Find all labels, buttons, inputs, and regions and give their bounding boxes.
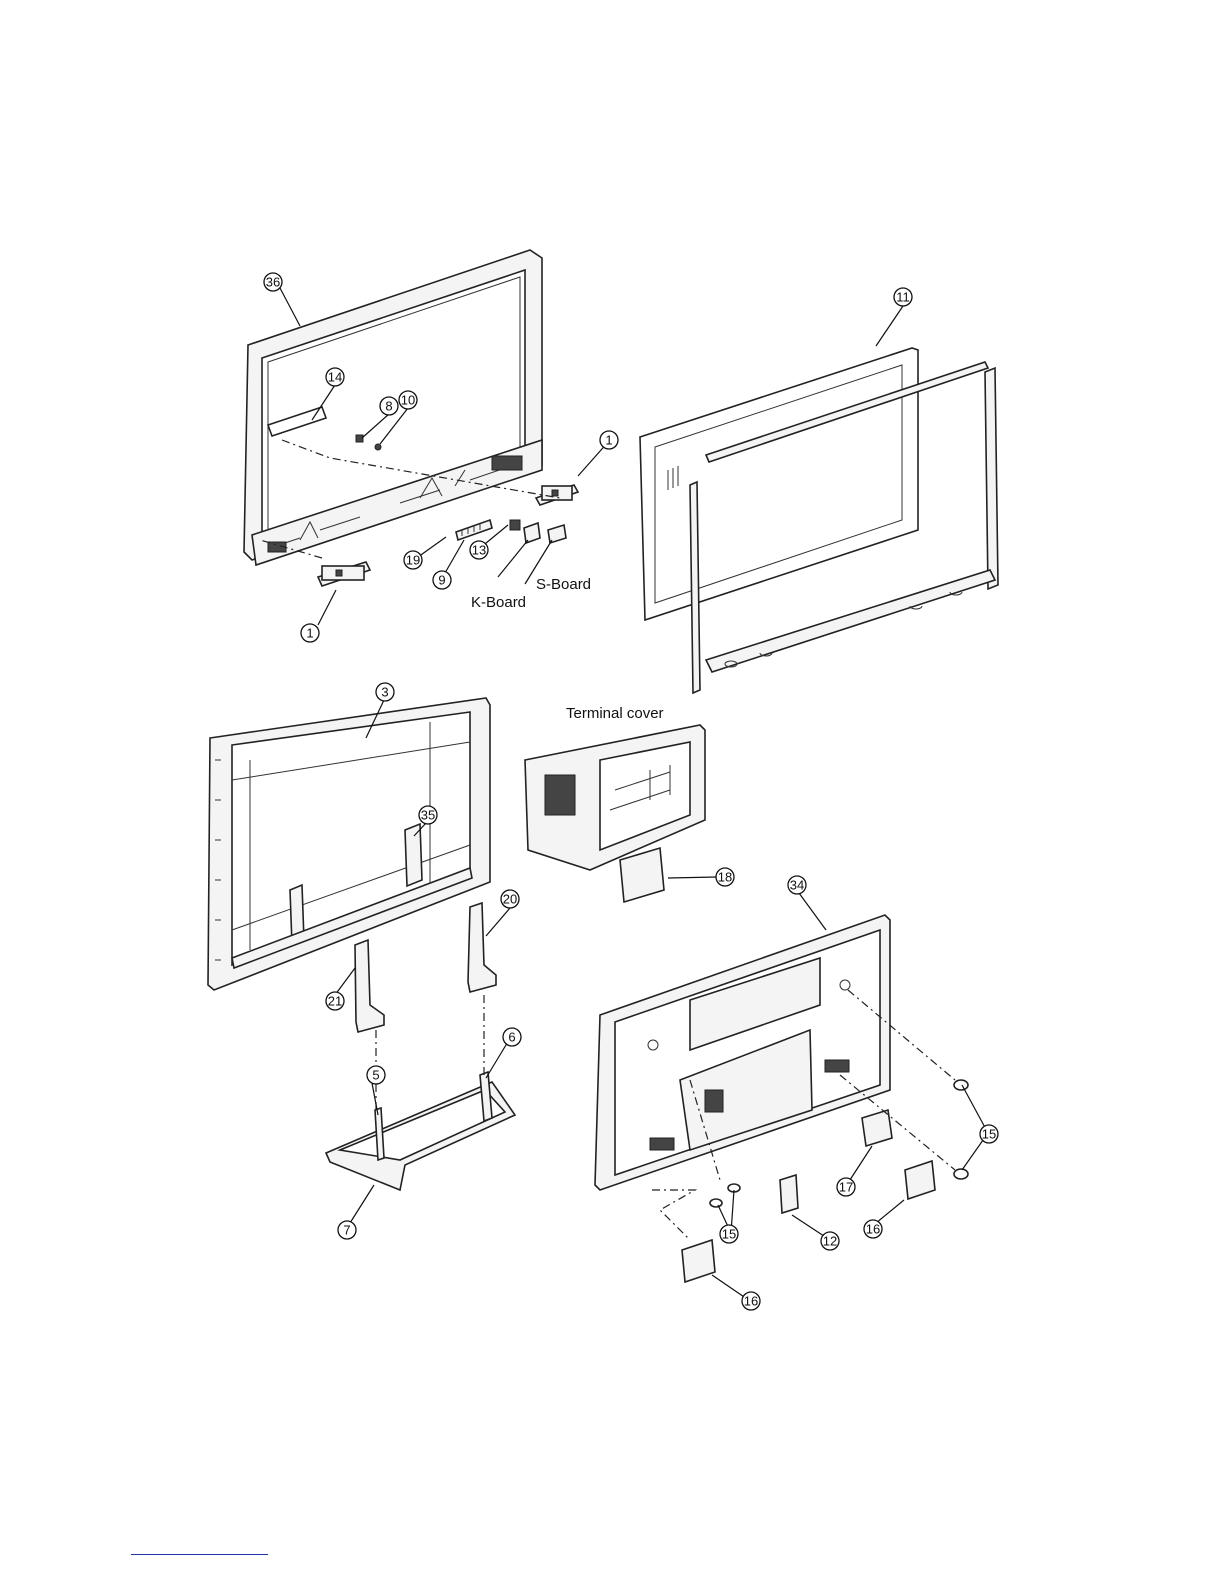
callout-18: 18: [716, 868, 734, 886]
callout-34: 34: [788, 876, 806, 894]
svg-text:10: 10: [401, 393, 415, 408]
callout-5: 5: [367, 1066, 385, 1084]
svg-text:13: 13: [472, 543, 486, 558]
svg-text:19: 19: [406, 553, 420, 568]
svg-text:9: 9: [438, 573, 445, 588]
svg-text:17: 17: [839, 1180, 853, 1195]
svg-text:18: 18: [718, 870, 732, 885]
small-boards: [456, 520, 566, 543]
svg-text:35: 35: [421, 808, 435, 823]
side-bracket-left: [318, 562, 370, 586]
callout-15-right: 15: [980, 1125, 998, 1143]
callout-12: 12: [821, 1232, 839, 1250]
footer-rule: [131, 1554, 268, 1555]
callout-13: 13: [470, 541, 488, 559]
svg-text:21: 21: [328, 994, 342, 1009]
callout-21: 21: [326, 992, 344, 1010]
callout-7: 7: [338, 1221, 356, 1239]
svg-text:15: 15: [722, 1227, 736, 1242]
rear-cover: [595, 915, 890, 1190]
svg-text:6: 6: [508, 1030, 515, 1045]
svg-text:11: 11: [896, 290, 910, 305]
svg-text:8: 8: [385, 399, 392, 414]
callout-19: 19: [404, 551, 422, 569]
svg-text:3: 3: [381, 685, 388, 700]
chassis-frame: [208, 698, 490, 990]
svg-text:34: 34: [790, 878, 804, 893]
callout-16-left: 16: [742, 1292, 760, 1310]
callout-6: 6: [503, 1028, 521, 1046]
callout-1-right: 1: [600, 431, 618, 449]
side-bracket-right: [536, 485, 578, 505]
stand-leg-left: [355, 940, 384, 1032]
svg-text:12: 12: [823, 1234, 837, 1249]
s-board-label: S-Board: [536, 576, 591, 593]
svg-text:20: 20: [503, 892, 517, 907]
svg-text:16: 16: [744, 1294, 758, 1309]
callout-14: 14: [326, 368, 344, 386]
k-board-label: K-Board: [471, 594, 526, 611]
svg-text:1: 1: [306, 626, 313, 641]
svg-text:15: 15: [982, 1127, 996, 1142]
pedestal-stand: [326, 1072, 515, 1190]
callout-15-left: 15: [720, 1225, 738, 1243]
terminal-cover-assembly: [525, 725, 705, 902]
svg-text:36: 36: [266, 275, 280, 290]
svg-text:7: 7: [343, 1223, 350, 1238]
callout-16-right: 16: [864, 1220, 882, 1238]
stand-leg-right: [468, 903, 496, 992]
callout-11: 11: [894, 288, 912, 306]
svg-text:14: 14: [328, 370, 342, 385]
callout-9: 9: [433, 571, 451, 589]
callout-36: 36: [264, 273, 282, 291]
callout-20: 20: [501, 890, 519, 908]
callout-35: 35: [419, 806, 437, 824]
callout-3: 3: [376, 683, 394, 701]
svg-text:1: 1: [605, 433, 612, 448]
callout-1-left: 1: [301, 624, 319, 642]
callout-17: 17: [837, 1178, 855, 1196]
svg-text:5: 5: [372, 1068, 379, 1083]
callout-10: 10: [399, 391, 417, 409]
svg-text:16: 16: [866, 1222, 880, 1237]
terminal-cover-label: Terminal cover: [566, 705, 664, 722]
plasma-panel: [640, 348, 998, 693]
callout-8: 8: [380, 397, 398, 415]
